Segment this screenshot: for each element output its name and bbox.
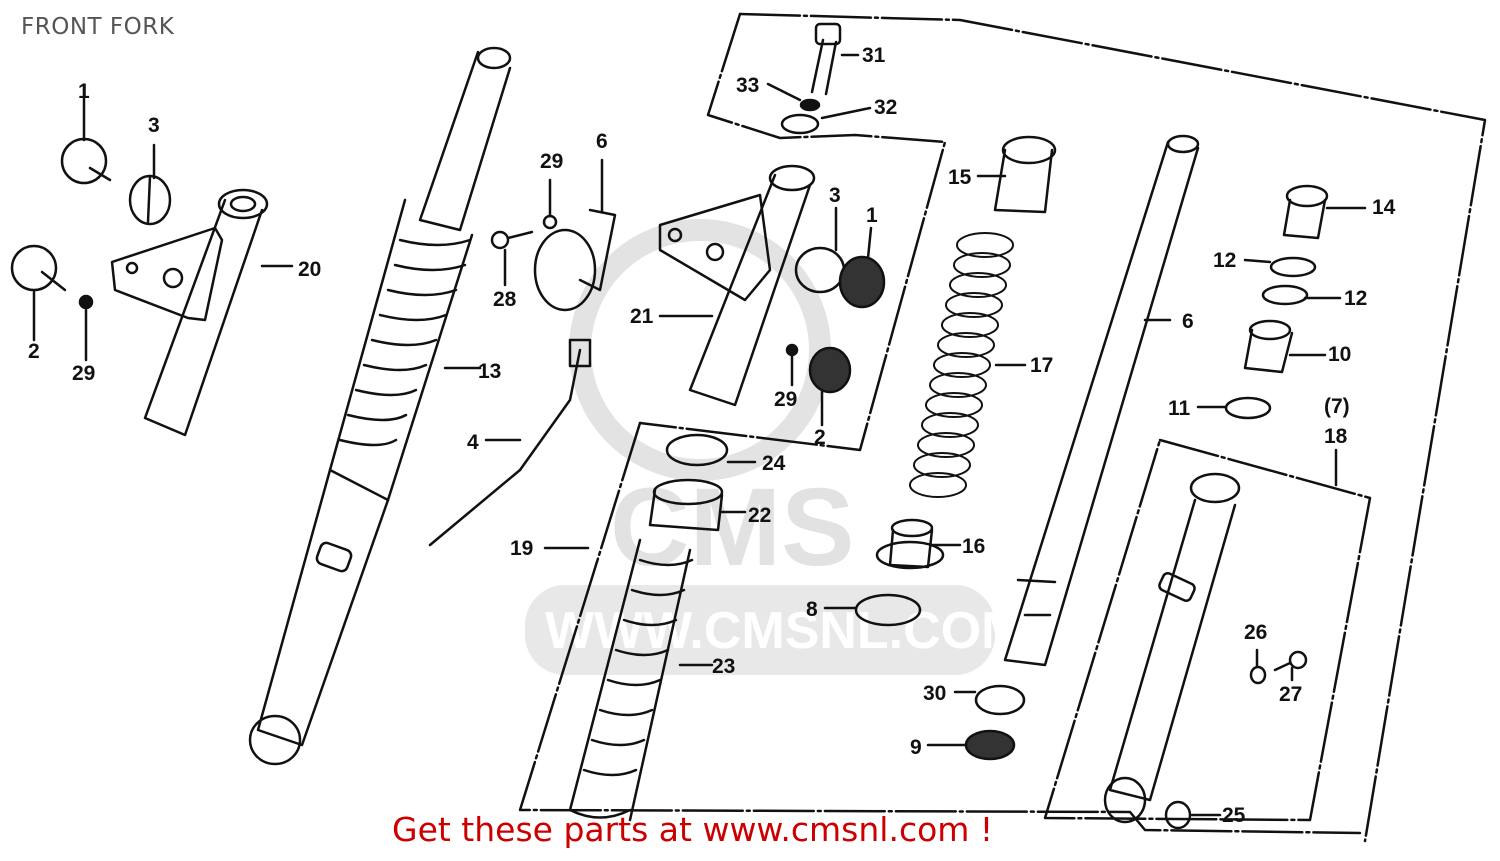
callout-26: 26 (1244, 621, 1267, 644)
callout-1: 1 (866, 204, 878, 227)
svg-text:CMS: CMS (610, 466, 854, 589)
callout-23: 23 (712, 655, 735, 678)
callout-25: 25 (1222, 804, 1246, 827)
callout-12: 12 (1344, 287, 1367, 310)
callout-6: 6 (1182, 310, 1194, 333)
callout-22: 22 (748, 504, 771, 527)
callout-12: 12 (1213, 249, 1236, 272)
callout-13: 13 (478, 360, 501, 383)
callout-2: 2 (814, 426, 826, 449)
callout-7: (7) (1324, 395, 1350, 418)
callout-24: 24 (762, 452, 786, 475)
callout-15: 15 (948, 166, 972, 189)
callout-29: 29 (540, 150, 563, 173)
callout-29: 29 (774, 388, 797, 411)
callout-1: 1 (78, 80, 90, 103)
callout-18: 18 (1324, 425, 1348, 448)
callout-16: 16 (962, 535, 985, 558)
callout-20: 20 (298, 258, 321, 281)
svg-text:WWW.CMSNL.COM: WWW.CMSNL.COM (545, 602, 1024, 660)
callout-3: 3 (829, 184, 841, 207)
callout-31: 31 (862, 44, 886, 67)
cmsnl-watermark: WWW.CMSNL.COM CMS (525, 219, 1024, 675)
footer-promo-link[interactable]: Get these parts at www.cmsnl.com ! (392, 810, 994, 849)
callout-33: 33 (736, 74, 759, 97)
callout-2: 2 (28, 340, 40, 363)
callout-27: 27 (1279, 683, 1302, 706)
callout-9: 9 (910, 736, 922, 759)
callout-4: 4 (467, 431, 479, 454)
callout-17: 17 (1030, 354, 1053, 377)
callout-32: 32 (874, 96, 897, 119)
page-title: FRONT FORK (21, 14, 175, 40)
callout-6: 6 (596, 130, 608, 153)
callout-19: 19 (510, 537, 533, 560)
callout-11: 11 (1168, 397, 1191, 420)
callout-labels: 1 3 2 29 20 13 29 6 28 4 21 3 1 29 2 31 … (28, 44, 1396, 827)
callout-21: 21 (630, 305, 654, 328)
callout-28: 28 (493, 288, 517, 311)
callout-10: 10 (1328, 343, 1351, 366)
callout-29: 29 (72, 362, 95, 385)
callout-14: 14 (1372, 196, 1396, 219)
callout-3: 3 (148, 114, 160, 137)
callout-8: 8 (806, 598, 818, 621)
callout-30: 30 (923, 682, 946, 705)
